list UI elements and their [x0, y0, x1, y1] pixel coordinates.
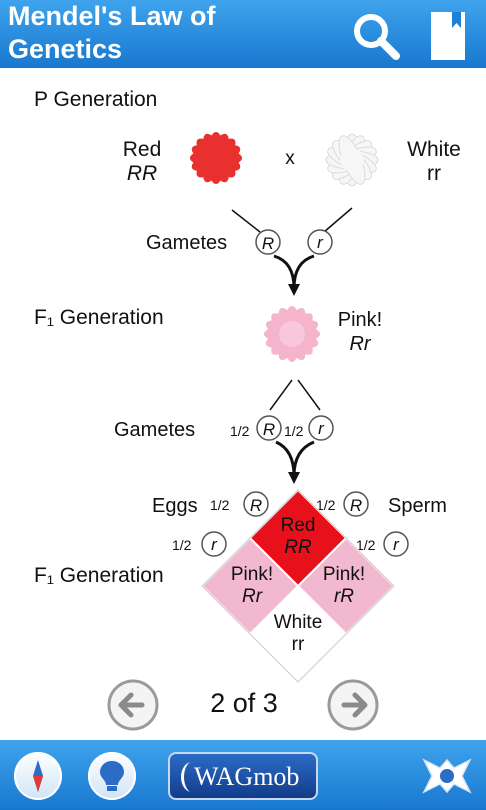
- app-title: Mendel's Law of Genetics: [8, 0, 308, 66]
- red-genotype: RR: [127, 162, 157, 185]
- next-button[interactable]: [326, 678, 380, 732]
- cell-left-label: Pink!: [231, 564, 273, 585]
- app-header: Mendel's Law of Genetics: [0, 0, 486, 68]
- tip-button[interactable]: [88, 752, 136, 800]
- cross-symbol: x: [285, 148, 295, 169]
- app-title-line1: Mendel's Law of: [8, 1, 216, 31]
- allele-circle: [255, 229, 281, 255]
- page-indicator: 2 of 3: [210, 688, 278, 718]
- allele-r: r: [393, 535, 400, 554]
- pink-flower: [264, 306, 320, 362]
- compass-icon: [33, 760, 43, 792]
- cell-top-label: Red: [281, 515, 316, 536]
- eggs-label: Eggs: [152, 495, 198, 517]
- moon-icon: [181, 762, 190, 792]
- app-title-line2: Genetics: [8, 34, 123, 64]
- previous-button[interactable]: [106, 678, 160, 732]
- allele-R: R: [250, 496, 262, 515]
- allele-circle: [343, 491, 369, 517]
- connector-line: [323, 207, 353, 233]
- red-label: Red: [123, 138, 162, 161]
- merge-arrow: [275, 440, 315, 477]
- sperm-label: Sperm: [388, 495, 447, 517]
- allele-R: R: [262, 234, 274, 253]
- allele-circle: [308, 415, 334, 441]
- probability-label: 1/2: [356, 537, 376, 553]
- cell-left-genotype: Rr: [242, 586, 263, 607]
- mendel-diagram: P Generation Red RR x White rr Gametes R…: [34, 88, 461, 684]
- merge-arrow: [273, 254, 315, 289]
- pink-label: Pink!: [338, 309, 382, 331]
- brand-name: WAGmob: [194, 762, 300, 791]
- allele-circle: [243, 491, 269, 517]
- compass-button[interactable]: [14, 752, 62, 800]
- probability-label: 1/2: [284, 423, 304, 439]
- cell-bottom-label: White: [274, 612, 323, 633]
- cell-bottom-genotype: rr: [292, 634, 305, 655]
- allele-circle: [307, 229, 333, 255]
- allele-circle: [383, 531, 409, 557]
- white-label: White: [407, 138, 461, 161]
- allele-circle: [256, 415, 282, 441]
- allele-r: r: [318, 419, 325, 438]
- gametes-label-2: Gametes: [114, 419, 195, 441]
- f1-generation-label: F₁ Generation: [34, 306, 164, 329]
- connector-line: [269, 379, 293, 411]
- cell-right-label: Pink!: [323, 564, 365, 585]
- allele-R: R: [263, 420, 275, 439]
- arrowhead: [288, 472, 300, 484]
- f1-generation-label-2: F₁ Generation: [34, 564, 164, 587]
- search-icon[interactable]: [350, 10, 402, 62]
- white-genotype: rr: [427, 162, 441, 185]
- p-generation-label: P Generation: [34, 88, 157, 111]
- allele-r: r: [211, 535, 218, 554]
- probability-label: 1/2: [316, 497, 336, 513]
- probability-label: 1/2: [172, 537, 192, 553]
- wagmob-logo[interactable]: WAGmob: [168, 752, 318, 800]
- allele-circle: [201, 531, 227, 557]
- probability-label: 1/2: [210, 497, 230, 513]
- bookmark-icon[interactable]: [428, 10, 468, 62]
- allele-r: r: [317, 233, 324, 252]
- probability-label: 1/2: [230, 423, 250, 439]
- arrowhead: [288, 284, 300, 296]
- cell-top-genotype: RR: [284, 537, 312, 558]
- allele-R: R: [350, 496, 362, 515]
- white-flower: [325, 133, 379, 187]
- red-flower: [190, 132, 242, 184]
- pink-genotype: Rr: [349, 333, 371, 355]
- share-icon[interactable]: [420, 750, 474, 802]
- lightbulb-icon: [100, 761, 124, 791]
- connector-line: [231, 209, 261, 233]
- cell-right-genotype: rR: [334, 586, 354, 607]
- connector-line: [297, 379, 321, 411]
- gametes-label: Gametes: [146, 232, 227, 254]
